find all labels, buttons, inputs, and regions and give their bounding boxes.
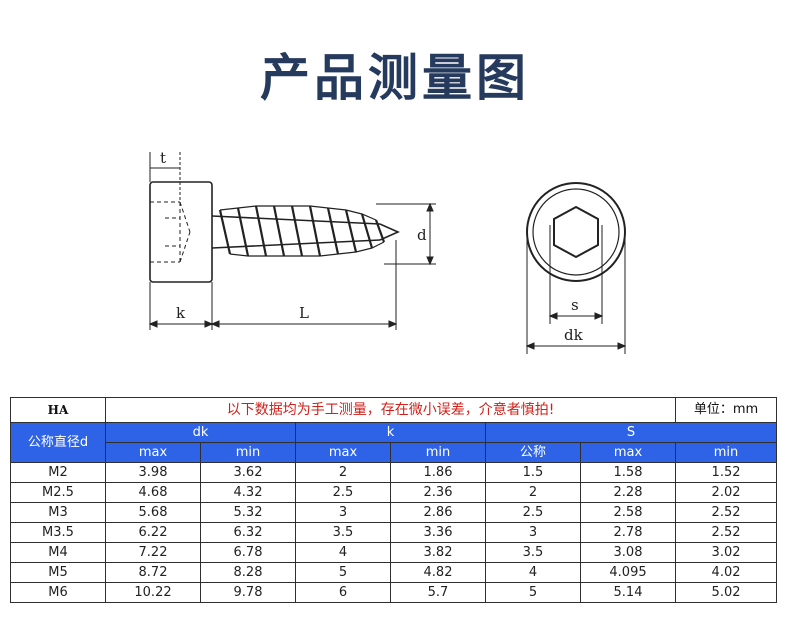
row-size-cell: M3.5 — [10, 522, 106, 543]
screw-side-view — [149, 181, 400, 283]
unit-cell: 单位：mm — [675, 397, 778, 423]
table-cell: 3.36 — [390, 522, 486, 543]
table-group-header: 公称直径d dk k S — [10, 422, 778, 463]
table-cell: 5 — [485, 582, 581, 603]
table-cell: 2 — [485, 482, 581, 503]
group-header-s: S — [484, 422, 778, 443]
table-cell: 5.7 — [390, 582, 486, 603]
table-cell: 3.62 — [200, 462, 296, 483]
dimension-d — [376, 202, 436, 266]
row-size-cell: M5 — [10, 562, 106, 583]
table-cell: 4.82 — [390, 562, 486, 583]
sub-header-cell: 公称 — [485, 442, 581, 463]
table-cell: 3 — [485, 522, 581, 543]
dimension-s — [548, 225, 604, 324]
row-size-cell: M4 — [10, 542, 106, 563]
sub-header-cell: max — [579, 442, 677, 463]
table-cell: 1.52 — [675, 462, 778, 483]
table-cell: 5 — [295, 562, 391, 583]
table-cell: 4 — [485, 562, 581, 583]
sub-header-cell: max — [105, 442, 201, 463]
group-header-k: k — [295, 422, 486, 443]
table-top-row: HA 以下数据均为手工测量，存在微小误差，介意者慎拍! 单位：mm — [10, 397, 778, 423]
table-cell: 2 — [295, 462, 391, 483]
table-cell: 7.22 — [105, 542, 201, 563]
label-t: t — [160, 149, 166, 167]
row-size-cell: M3 — [10, 502, 106, 523]
table-cell: 1.86 — [390, 462, 486, 483]
row-header-cell: 公称直径d — [10, 422, 106, 463]
sub-header-cell: max — [295, 442, 391, 463]
table-cell: 6.32 — [200, 522, 296, 543]
table-cell: 6 — [295, 582, 391, 603]
row-size-cell: M2.5 — [10, 482, 106, 503]
table-cell: 9.78 — [200, 582, 296, 603]
table-cell: 3 — [295, 502, 391, 523]
dimension-dk — [525, 235, 627, 354]
table-cell: 8.28 — [200, 562, 296, 583]
notice-cell: 以下数据均为手工测量，存在微小误差，介意者慎拍! — [104, 397, 677, 423]
table-cell: 4.02 — [675, 562, 778, 583]
table-cell: 5.02 — [675, 582, 778, 603]
label-k: k — [176, 304, 186, 322]
table-cell: 2.28 — [579, 482, 677, 503]
dimension-t — [149, 152, 181, 200]
label-L: L — [299, 304, 309, 322]
table-cell: 5.14 — [579, 582, 677, 603]
row-size-cell: M2 — [10, 462, 106, 483]
dimension-k-L — [148, 240, 398, 330]
table-cell: 8.72 — [105, 562, 201, 583]
table-cell: 3.82 — [390, 542, 486, 563]
table-cell: 2.5 — [295, 482, 391, 503]
sub-header-cell: min — [675, 442, 778, 463]
spec-table: HA 以下数据均为手工测量，存在微小误差，介意者慎拍! 单位：mm 公称直径d … — [10, 397, 778, 603]
table-sub-header: max min max min 公称 max min — [11, 442, 778, 463]
page-title: 产品测量图 — [260, 49, 530, 107]
table-cell: 3.5 — [295, 522, 391, 543]
table-cell: 2.5 — [485, 502, 581, 523]
table-cell: 6.22 — [105, 522, 201, 543]
sub-header-cell: min — [200, 442, 296, 463]
sub-header-cell: min — [390, 442, 486, 463]
table-cell: 3.98 — [105, 462, 201, 483]
table-cell: 4.68 — [105, 482, 201, 503]
table-cell: 2.36 — [390, 482, 486, 503]
table-cell: 3.02 — [675, 542, 778, 563]
table-cell: 3.08 — [579, 542, 677, 563]
model-cell: HA — [10, 397, 106, 423]
table-cell: 4 — [295, 542, 391, 563]
table-cell: 10.22 — [105, 582, 201, 603]
table-cell: 3.5 — [485, 542, 581, 563]
group-header-dk: dk — [105, 422, 296, 443]
table-cell: 5.68 — [105, 502, 201, 523]
label-s: s — [571, 296, 579, 314]
table-cell: 2.78 — [579, 522, 677, 543]
table-cell: 2.58 — [579, 502, 677, 523]
label-d: d — [417, 226, 427, 244]
table-cell: 1.58 — [579, 462, 677, 483]
table-cell: 2.86 — [390, 502, 486, 523]
table-cell: 2.52 — [675, 522, 778, 543]
table-cell: 4.095 — [579, 562, 677, 583]
screw-top-view — [526, 182, 626, 282]
table-cell: 2.02 — [675, 482, 778, 503]
row-size-cell: M6 — [10, 582, 106, 603]
table-cell: 1.5 — [485, 462, 581, 483]
table-cell: 4.32 — [200, 482, 296, 503]
table-cell: 2.52 — [675, 502, 778, 523]
table-cell: 6.78 — [200, 542, 296, 563]
measurement-drawing: t k L d s dk — [148, 149, 627, 354]
table-cell: 5.32 — [200, 502, 296, 523]
label-dk: dk — [564, 326, 584, 344]
